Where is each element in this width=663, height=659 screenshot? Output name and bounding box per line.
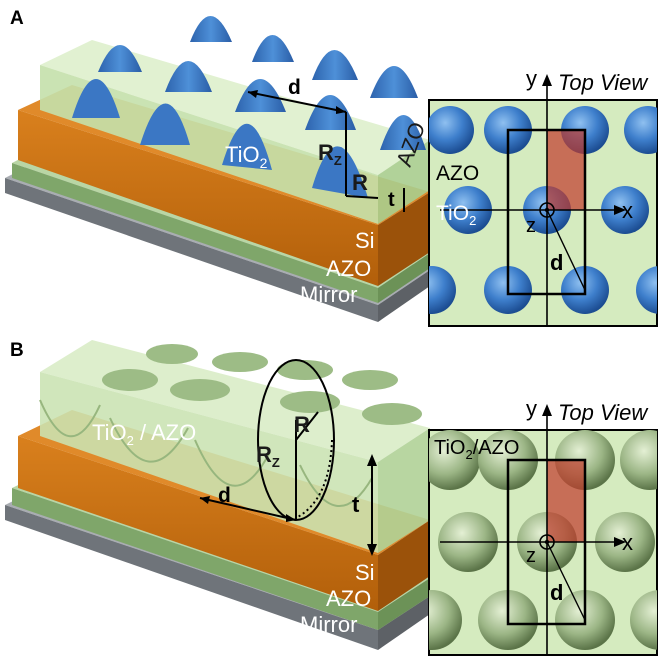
hemisphere-hole [620,430,657,490]
d-label-top-a: d [550,250,563,275]
hole [102,369,158,391]
dimension-t-b [367,454,377,556]
azo-layer-label-b: AZO [326,586,371,611]
d-label-b: d [218,484,231,507]
panel-b: B [5,340,658,656]
y-axis-label-b: y [526,396,537,421]
top-view-b: Top View [428,396,658,656]
tio2-azo-label-top-b: TiO2/AZO [434,437,519,462]
top-view-title-b: Top View [558,400,649,425]
hole [212,352,268,372]
r-label-a: R [352,170,368,195]
tio2-particle [429,106,474,154]
hemisphere-hole [429,590,462,650]
dome [98,45,142,72]
hole [170,379,230,401]
tio2-azo-label-b: TiO2 / AZO [92,420,196,448]
si-label-a: Si [355,228,375,253]
hemisphere-hole [630,590,657,650]
t-label-a: t [388,189,395,211]
dome [140,103,190,145]
y-axis-label-a: y [526,66,537,91]
dome [370,66,418,98]
si-label-b: Si [355,560,375,585]
rz-label-b: RZ [256,442,280,470]
azo-top-layer-a [40,40,430,224]
azo-layer-label-a: AZO [326,256,371,281]
mirror-label-a: Mirror [300,282,357,307]
dome [222,123,272,170]
rz-label-a: RZ [318,140,342,168]
tio2-azo-layer-b [39,340,430,553]
unit-cell-highlight [547,460,585,542]
panel-a: A [5,8,658,327]
dome [165,61,212,92]
d-label-a: d [288,76,301,99]
z-axis-label-a: z [526,215,536,237]
z-axis-label-b: z [526,545,536,567]
mirror-label-b: Mirror [300,612,357,637]
azo-label-top-a: AZO [436,162,479,185]
tio2-domes-a [72,16,426,198]
dome [252,35,294,62]
hole [280,391,340,413]
tio2-label-a: TiO2 [225,142,268,171]
dimension-d-b [199,496,297,522]
tio2-particle [636,266,657,314]
dome [380,115,426,150]
r-label-b: R [294,412,310,437]
unit-cell-highlight [547,130,585,210]
top-view-a: Top View [428,66,658,327]
tio2-particle [429,266,456,314]
dome [312,50,358,80]
dome [72,79,120,118]
panel-b-letter: B [10,340,24,361]
panel-a-letter: A [10,8,24,29]
tio2-particle [624,106,657,154]
dome [190,16,232,42]
hemisphere-hole [429,430,480,490]
top-view-title-a: Top View [558,70,649,95]
dimension-d-a [247,90,347,114]
dome [305,95,356,130]
dimension-rz-a [345,112,379,199]
t-label-b: t [352,492,360,517]
d-label-top-b: d [550,580,563,605]
x-axis-label-a: x [622,198,633,223]
hole [146,344,198,364]
tio2-label-top-a: TiO2 [436,202,476,228]
hole [362,403,422,425]
dome [312,146,368,198]
hole [342,370,398,390]
x-axis-label-b: x [622,530,633,555]
